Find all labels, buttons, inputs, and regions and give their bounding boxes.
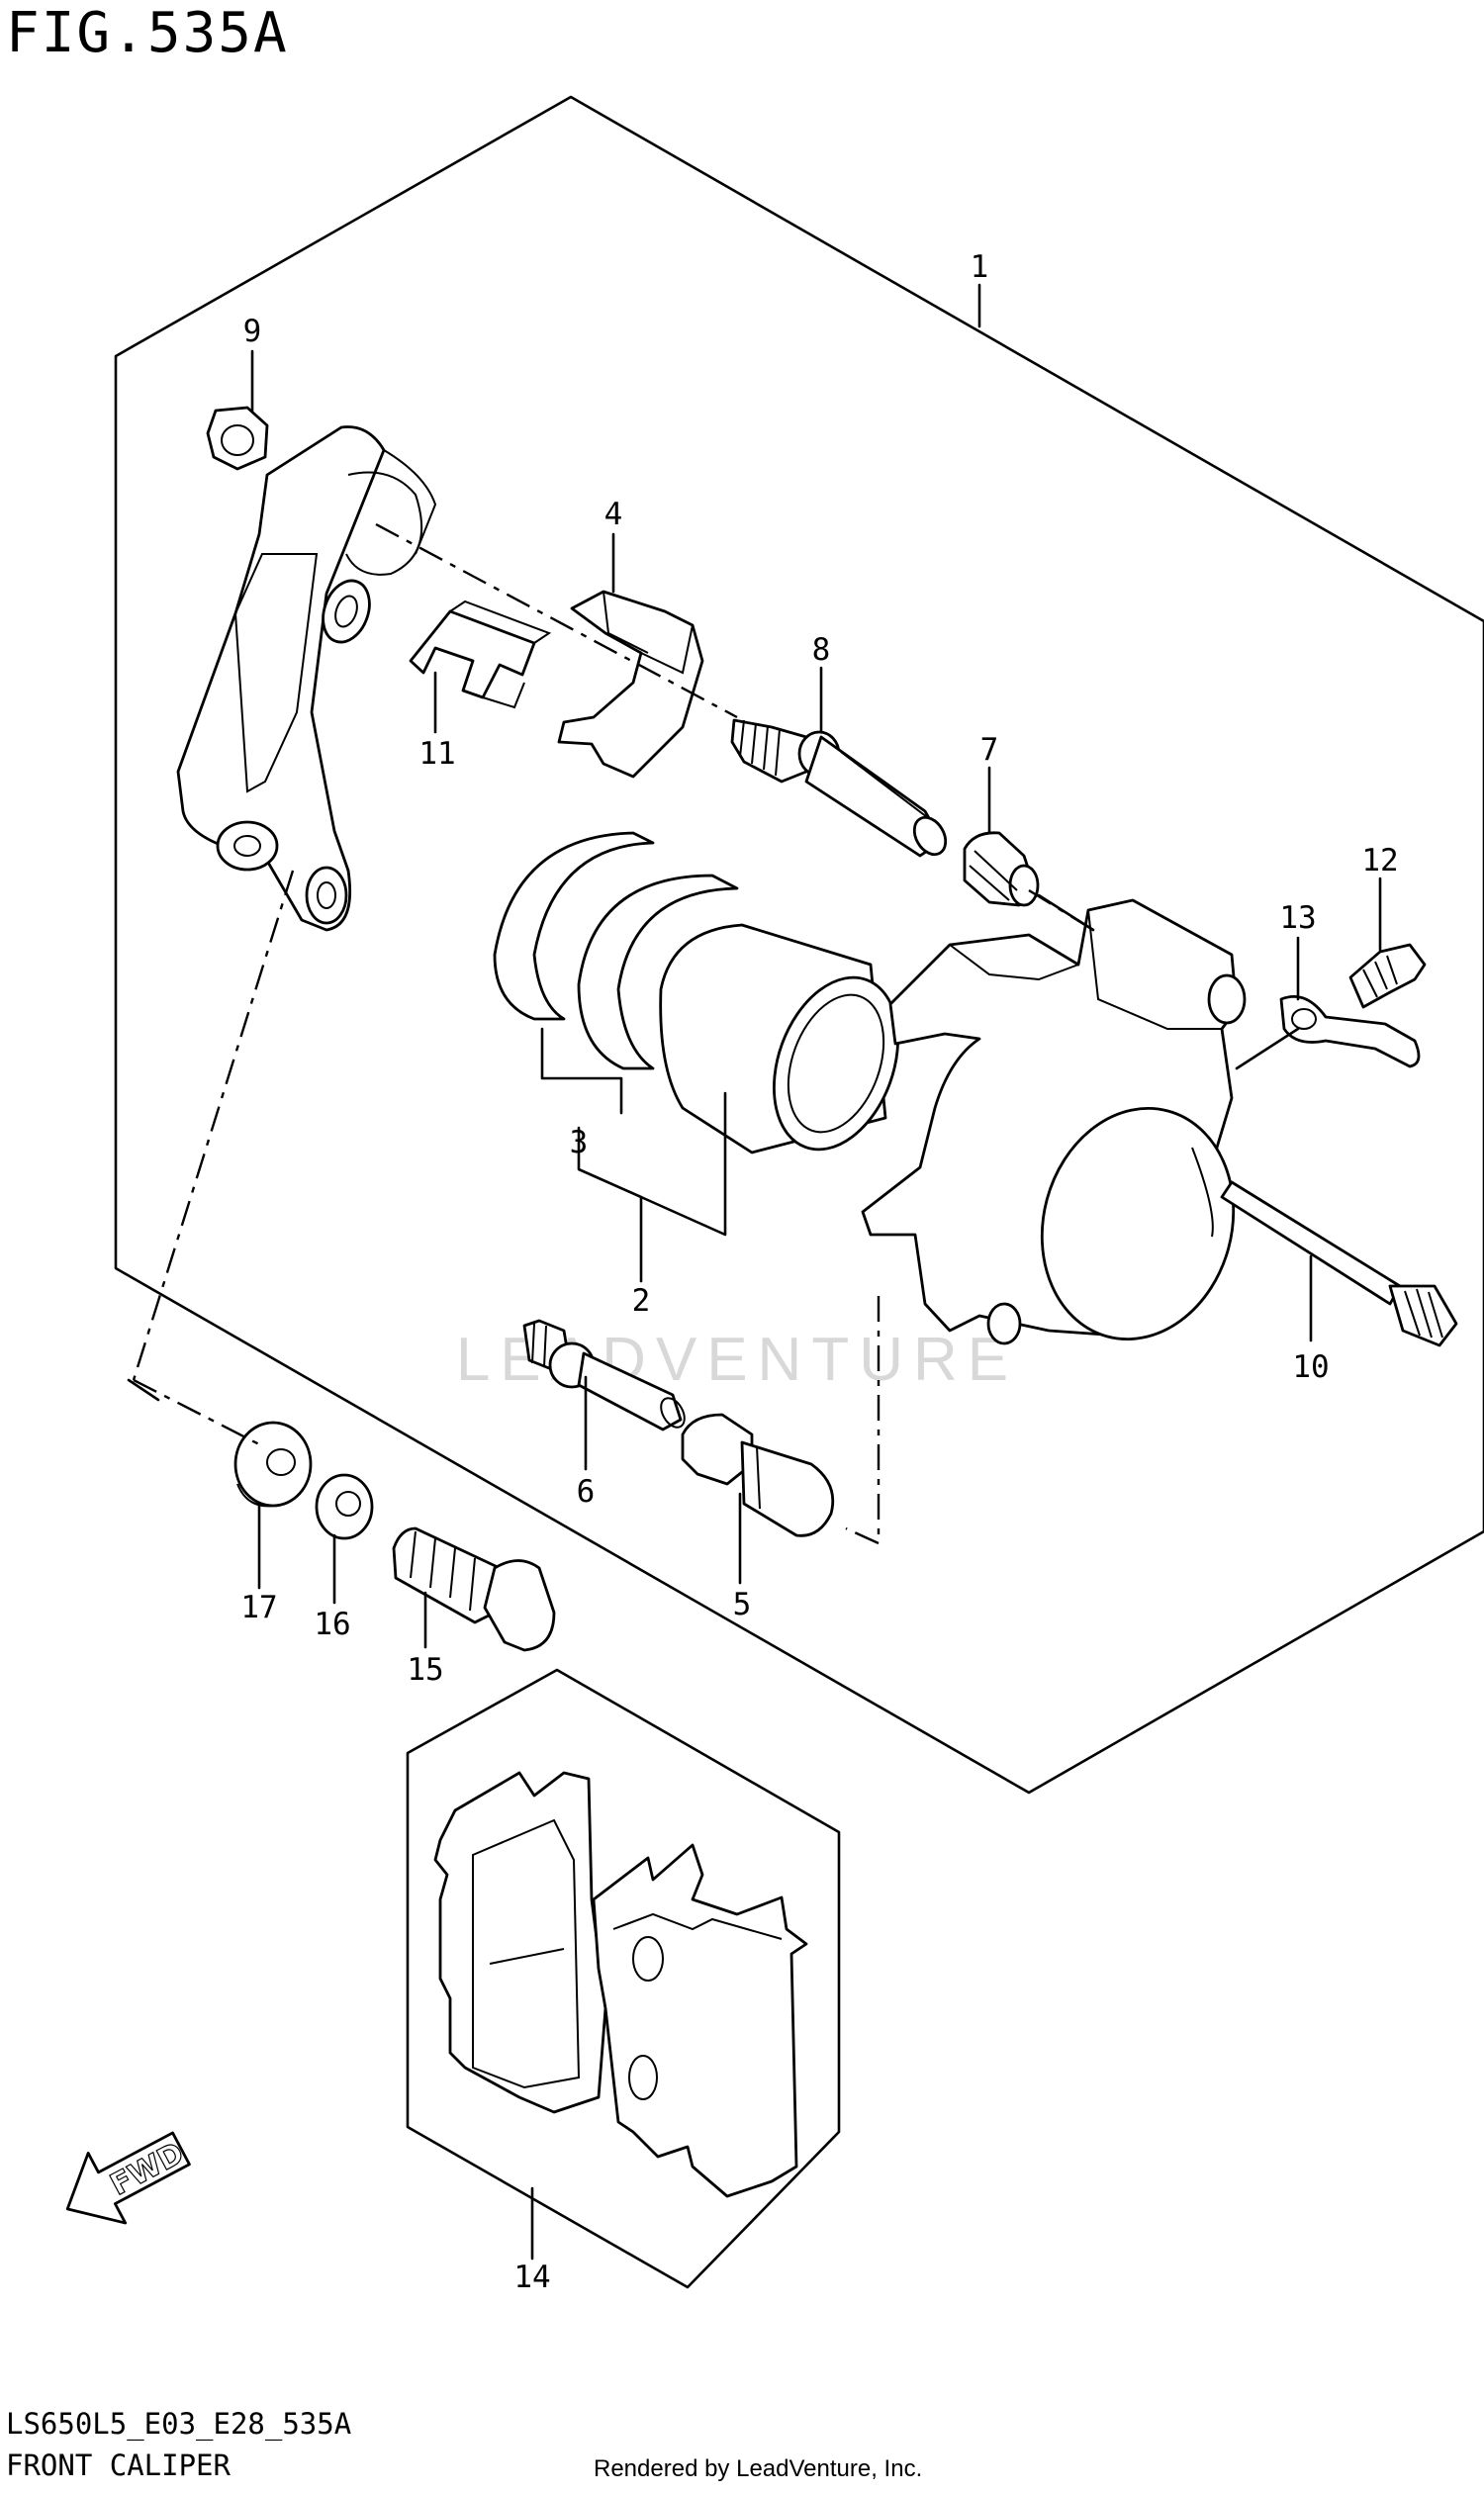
part-11-spring <box>409 600 552 709</box>
callout-4: 4 <box>604 497 623 532</box>
part-5-bolt <box>681 1413 835 1537</box>
caliper-body <box>861 898 1247 1345</box>
part-13-cap <box>1279 994 1421 1068</box>
figure-title: FIG.535A <box>6 1 289 65</box>
figure-code: LS650L5_E03_E28_535A <box>6 2407 352 2441</box>
callout-9: 9 <box>243 314 262 349</box>
leader-lines <box>250 283 1382 2261</box>
callout-16: 16 <box>314 1607 350 1642</box>
callout-5: 5 <box>733 1587 752 1622</box>
callout-12: 12 <box>1361 843 1398 878</box>
part-6-bolt <box>522 1319 686 1432</box>
part-4-pad-spring <box>557 590 704 779</box>
part-8-slide-pin <box>730 718 948 858</box>
callout-6: 6 <box>577 1474 596 1510</box>
callout-14: 14 <box>513 2260 550 2295</box>
assembly-lines <box>127 522 1094 1545</box>
rendered-by-credit: Rendered by LeadVenture, Inc. <box>594 2455 923 2482</box>
callout-11: 11 <box>418 736 455 772</box>
caliper-assembly-outline <box>114 95 1484 1795</box>
part-15-bolt <box>392 1526 556 1652</box>
pad-set-outline <box>406 1668 841 2289</box>
part-10-pin <box>1220 1180 1458 1347</box>
part-12-bleeder <box>1348 943 1427 1009</box>
callout-labels: 1 2 3 4 5 6 7 8 9 10 11 12 13 14 15 16 1… <box>240 249 1398 2295</box>
caliper-bracket <box>176 425 437 932</box>
callout-2: 2 <box>632 1283 651 1319</box>
callout-8: 8 <box>812 632 831 668</box>
part-14-brake-pads <box>433 1771 808 2198</box>
part-17-washer <box>233 1421 313 1508</box>
part-7-boot <box>963 831 1040 907</box>
callout-13: 13 <box>1279 900 1316 936</box>
callout-3: 3 <box>570 1125 589 1160</box>
callout-10: 10 <box>1292 1349 1329 1385</box>
callout-17: 17 <box>240 1590 277 1625</box>
fwd-arrow-icon: FWD <box>65 2131 191 2225</box>
part-2-piston <box>659 923 899 1155</box>
part-16-lock-washer <box>315 1473 374 1540</box>
part-3-seals <box>493 831 739 1070</box>
callout-1: 1 <box>971 249 989 285</box>
figure-name: FRONT CALIPER <box>6 2448 231 2482</box>
callout-7: 7 <box>980 732 999 768</box>
part-9-nut <box>206 406 269 471</box>
callout-15: 15 <box>407 1652 443 1688</box>
